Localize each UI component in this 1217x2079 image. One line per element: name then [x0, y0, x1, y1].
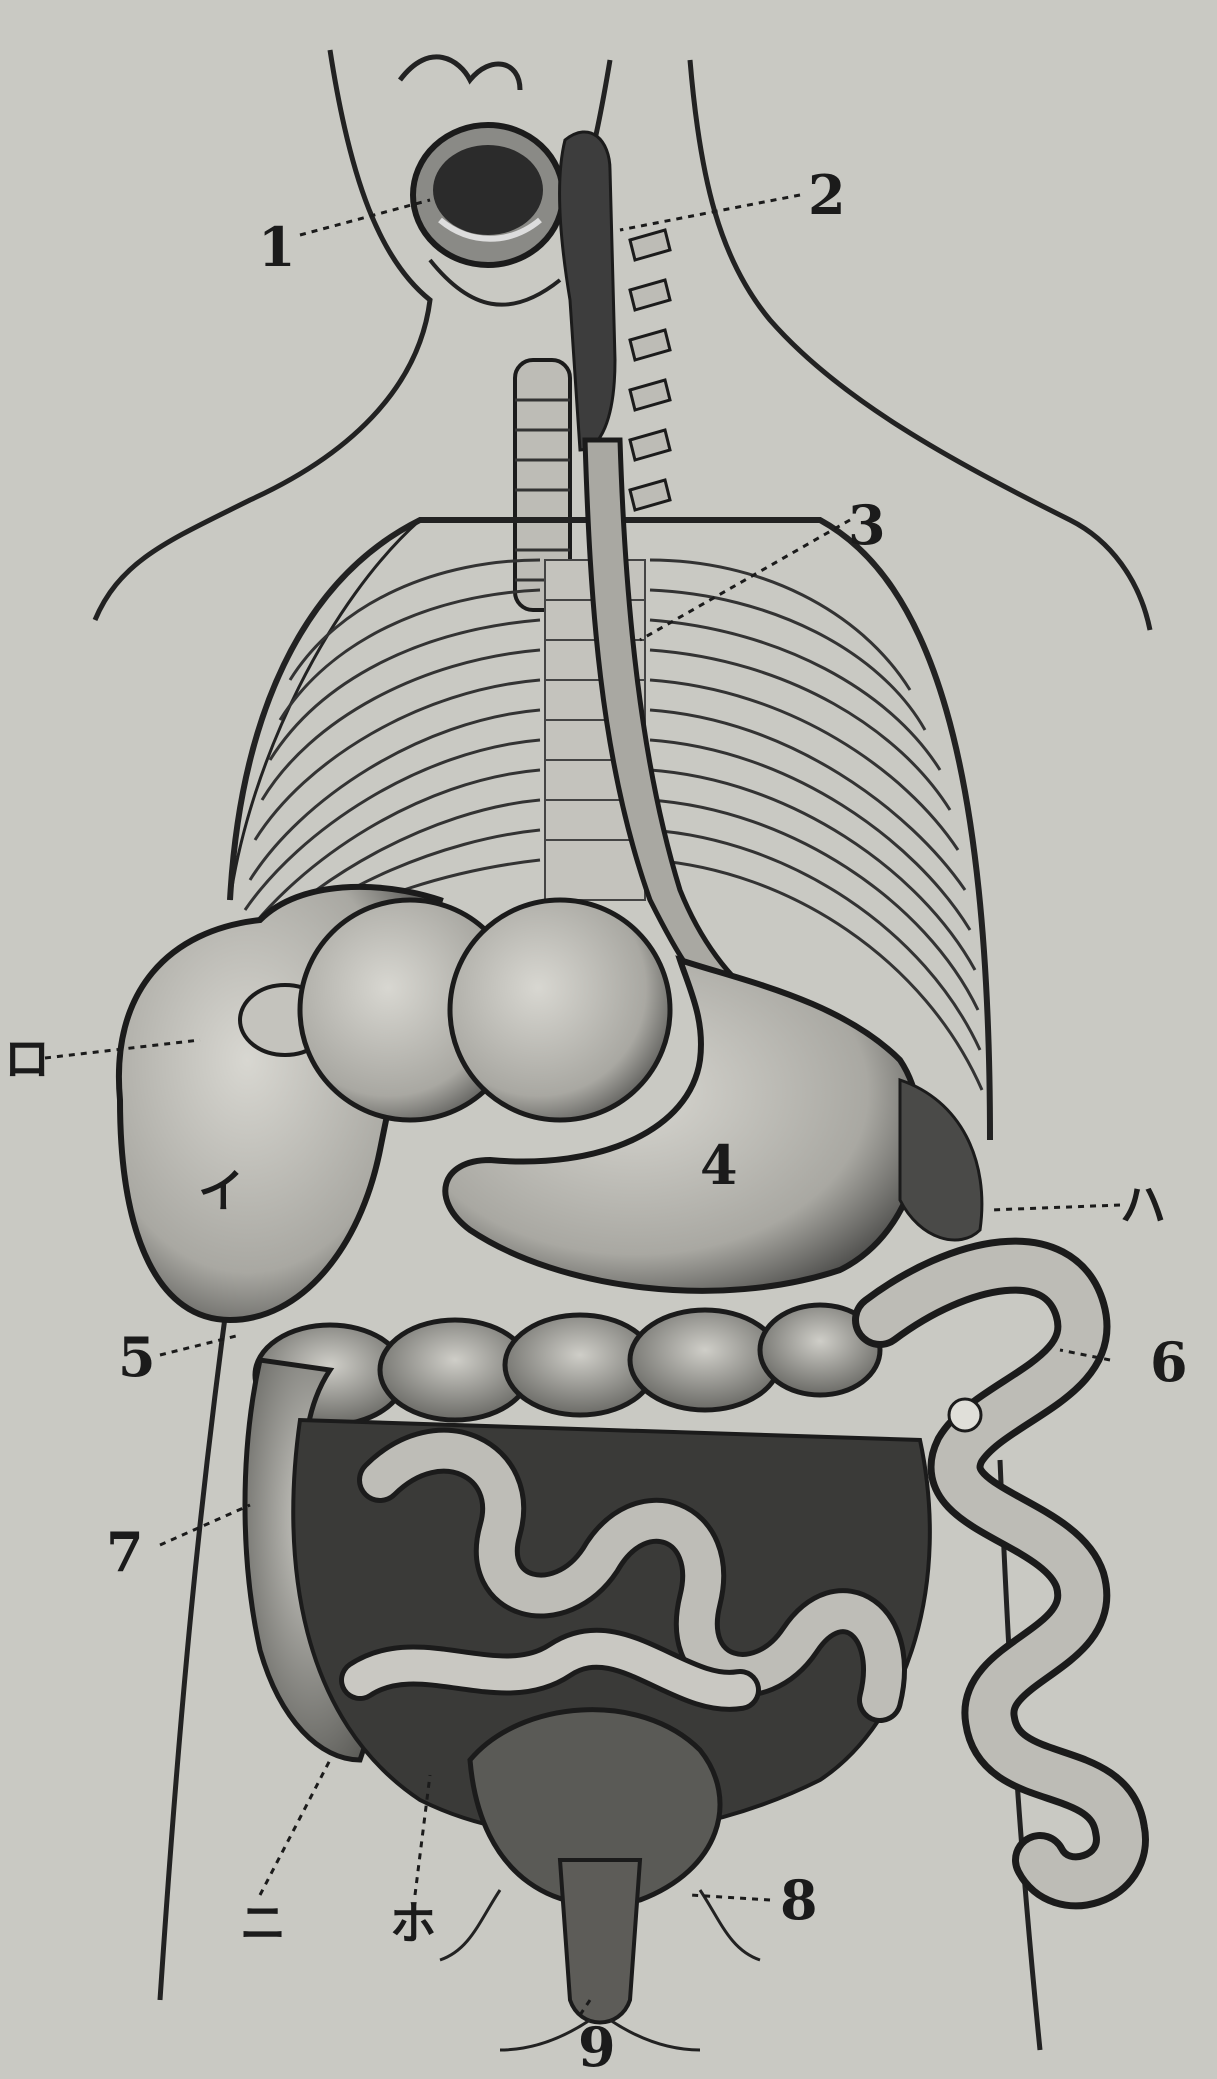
- transverse-colon: [255, 1305, 880, 1425]
- nose-outline: [400, 57, 520, 90]
- oral-cavity: [413, 125, 563, 305]
- label-6: 6: [1150, 1335, 1188, 1389]
- label-1: 1: [258, 220, 296, 274]
- label-5: 5: [118, 1330, 156, 1384]
- label-7: 7: [106, 1525, 144, 1579]
- label-9: 9: [578, 2020, 616, 2074]
- upper-lobes: [300, 900, 670, 1120]
- label-4: 4: [700, 1138, 738, 1192]
- spleen: [900, 1080, 982, 1240]
- label-ni: ニ: [240, 1900, 286, 1946]
- label-3: 3: [848, 498, 886, 552]
- label-ha: ハ: [1120, 1182, 1166, 1228]
- label-i: イ: [198, 1168, 244, 1214]
- label-ro: ロ: [4, 1036, 50, 1082]
- cervical-vertebrae: [630, 230, 670, 510]
- label-8: 8: [780, 1873, 818, 1927]
- label-ho: ホ: [390, 1900, 436, 1946]
- rectum: [560, 1860, 640, 2023]
- label-2: 2: [808, 168, 846, 222]
